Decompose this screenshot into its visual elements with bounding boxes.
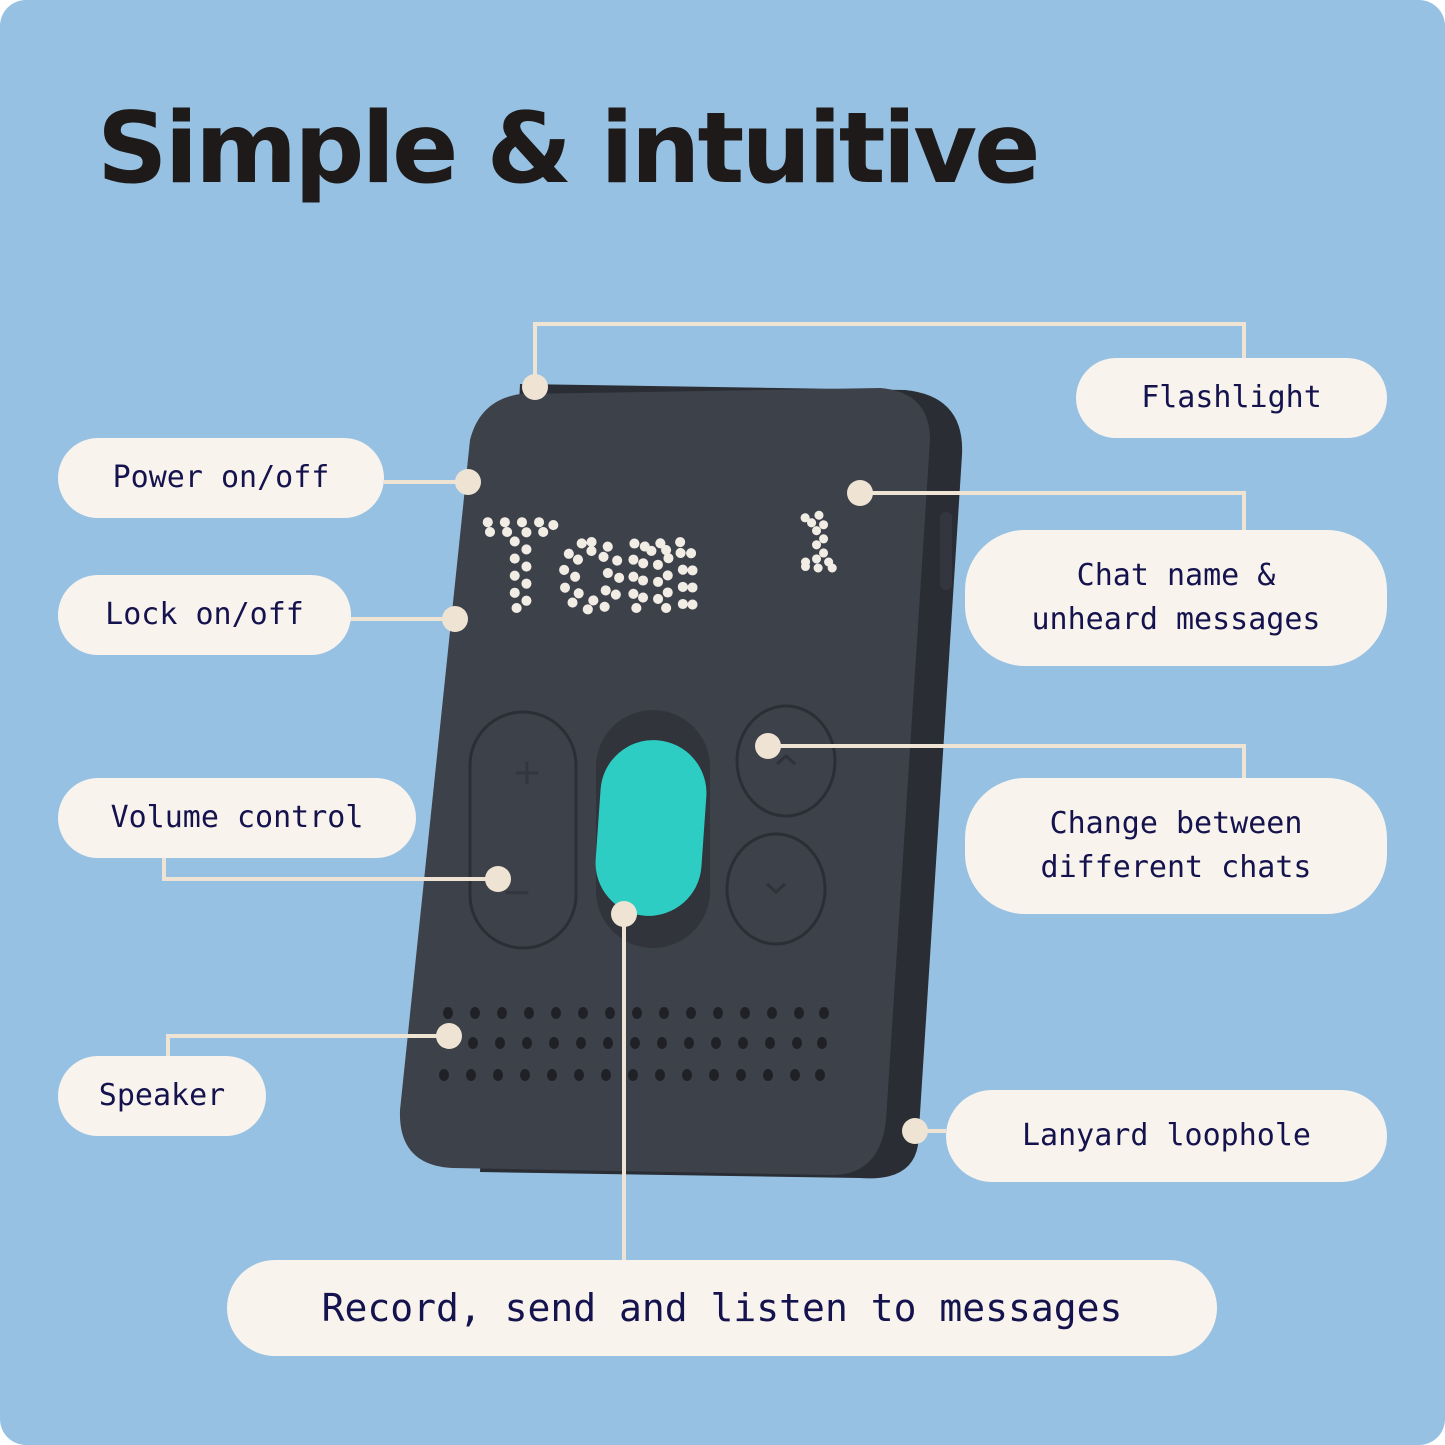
label-change-chats-line1: Change between	[1049, 806, 1303, 841]
dot-chat-name	[847, 480, 873, 506]
screen-text-group: Tom 1	[480, 493, 844, 641]
label-flashlight: Flashlight	[1076, 358, 1387, 438]
chat-up-button[interactable]	[735, 704, 837, 818]
leader-lines	[162, 322, 1246, 1260]
chevron-up-icon	[776, 753, 796, 766]
label-change-chats: Change between different chats	[965, 778, 1387, 914]
leader-flashlight	[533, 322, 1246, 385]
label-power-text: Power on/off	[112, 460, 330, 495]
speaker-hole-row	[443, 1007, 829, 1019]
label-record-text: Record, send and listen to messages	[321, 1286, 1123, 1330]
label-lock: Lock on/off	[58, 575, 351, 655]
speaker-hole-row	[439, 1069, 825, 1081]
dot-speaker	[436, 1023, 462, 1049]
dot-lanyard	[902, 1118, 928, 1144]
label-chat-name-line1: Chat name &	[1076, 558, 1276, 593]
label-speaker-text: Speaker	[98, 1078, 226, 1113]
leader-speaker	[166, 1034, 448, 1056]
label-power: Power on/off	[58, 438, 384, 518]
dot-lock	[442, 606, 468, 632]
speaker-hole-row	[441, 1037, 827, 1049]
screen-unheard-count: 1	[796, 501, 839, 585]
label-chat-name-line2: unheard messages	[1031, 602, 1321, 637]
dot-change-chats	[755, 733, 781, 759]
chat-down-button[interactable]	[725, 832, 827, 946]
label-volume: Volume control	[58, 778, 416, 858]
leader-chat-name	[860, 491, 1246, 530]
label-record: Record, send and listen to messages	[227, 1260, 1217, 1356]
speaker-grille	[439, 1007, 829, 1081]
label-flashlight-text: Flashlight	[1141, 380, 1322, 415]
talk-button[interactable]	[592, 737, 710, 920]
label-change-chats-line2: different chats	[1040, 850, 1312, 885]
label-lanyard-text: Lanyard loophole	[1022, 1118, 1311, 1153]
label-lock-text: Lock on/off	[105, 597, 304, 632]
dot-flashlight	[522, 374, 548, 400]
dot-record	[611, 901, 637, 927]
screen-chat-name: Tom	[485, 498, 698, 636]
label-lanyard: Lanyard loophole	[946, 1090, 1387, 1182]
label-speaker: Speaker	[58, 1056, 266, 1136]
leader-volume	[162, 858, 498, 881]
dot-volume	[485, 866, 511, 892]
dot-power	[455, 469, 481, 495]
page-title: Simple & intuitive	[97, 92, 1041, 206]
leader-change-chats	[768, 744, 1246, 778]
volume-plus-icon[interactable]: +	[512, 752, 542, 793]
leader-dots	[436, 374, 928, 1144]
side-button	[940, 512, 952, 590]
chevron-down-icon	[766, 882, 786, 895]
label-volume-text: Volume control	[110, 800, 364, 835]
label-chat-name: Chat name & unheard messages	[965, 530, 1387, 666]
